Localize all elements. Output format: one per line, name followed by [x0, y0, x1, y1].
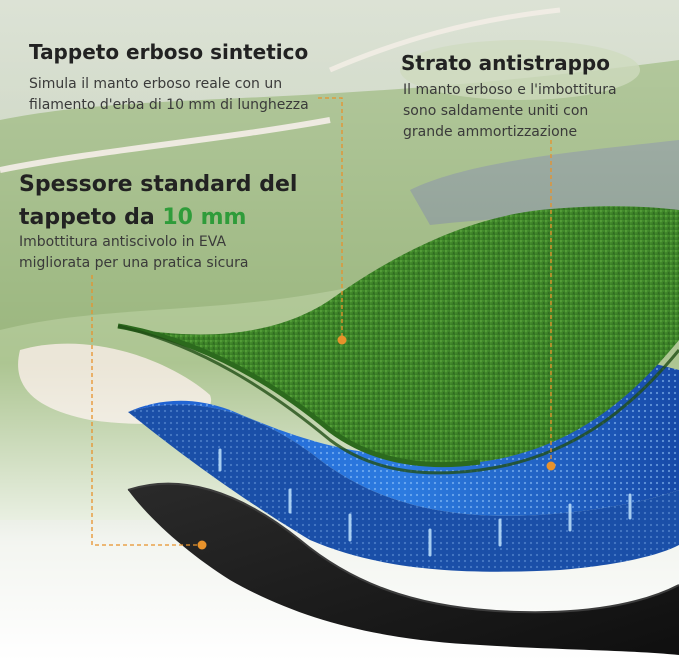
- rubber-base-layer: [127, 482, 679, 655]
- turf-title: Tappeto erboso sintetico: [29, 40, 309, 64]
- thickness-title-prefix: tappeto da: [19, 205, 163, 230]
- thickness-description: Imbottitura antiscivolo in EVA migliorat…: [19, 232, 319, 274]
- bond-description-line-3: grande ammortizzazione: [403, 124, 578, 140]
- turf-leader-line: [318, 97, 343, 340]
- leader-dots: [197, 335, 556, 550]
- eva-padding-layer: [128, 360, 679, 572]
- thickness-highlight: 10 mm: [162, 205, 247, 230]
- thickness-title-line-2: tappeto da 10 mm: [19, 201, 319, 234]
- leader-lines: [91, 97, 552, 546]
- bond-description-line-1: Il manto erboso e l'imbottitura: [403, 82, 617, 98]
- turf-leader-dot: [337, 335, 347, 345]
- thickness-title-line-1: Spessore standard del: [19, 172, 298, 197]
- bond-leader-dot: [546, 461, 556, 471]
- turf-layer: [117, 206, 679, 475]
- thickness-leader-line: [91, 275, 202, 546]
- turf-description: Simula il manto erboso reale con un fila…: [29, 74, 329, 116]
- thickness-leader-dot: [197, 540, 207, 550]
- turf-description-line-2: filamento d'erba di 10 mm di lunghezza: [29, 97, 309, 113]
- turf-description-line-1: Simula il manto erboso reale con un: [29, 76, 283, 92]
- thickness-title: Spessore standard del tappeto da 10 mm: [19, 168, 319, 234]
- bond-description: Il manto erboso e l'imbottitura sono sal…: [403, 80, 673, 143]
- bond-description-line-2: sono saldamente uniti con: [403, 103, 589, 119]
- thickness-description-line-1: Imbottitura antiscivolo in EVA: [19, 234, 227, 250]
- bond-title: Strato antistrappo: [401, 51, 610, 75]
- thickness-description-line-2: migliorata per una pratica sicura: [19, 255, 249, 271]
